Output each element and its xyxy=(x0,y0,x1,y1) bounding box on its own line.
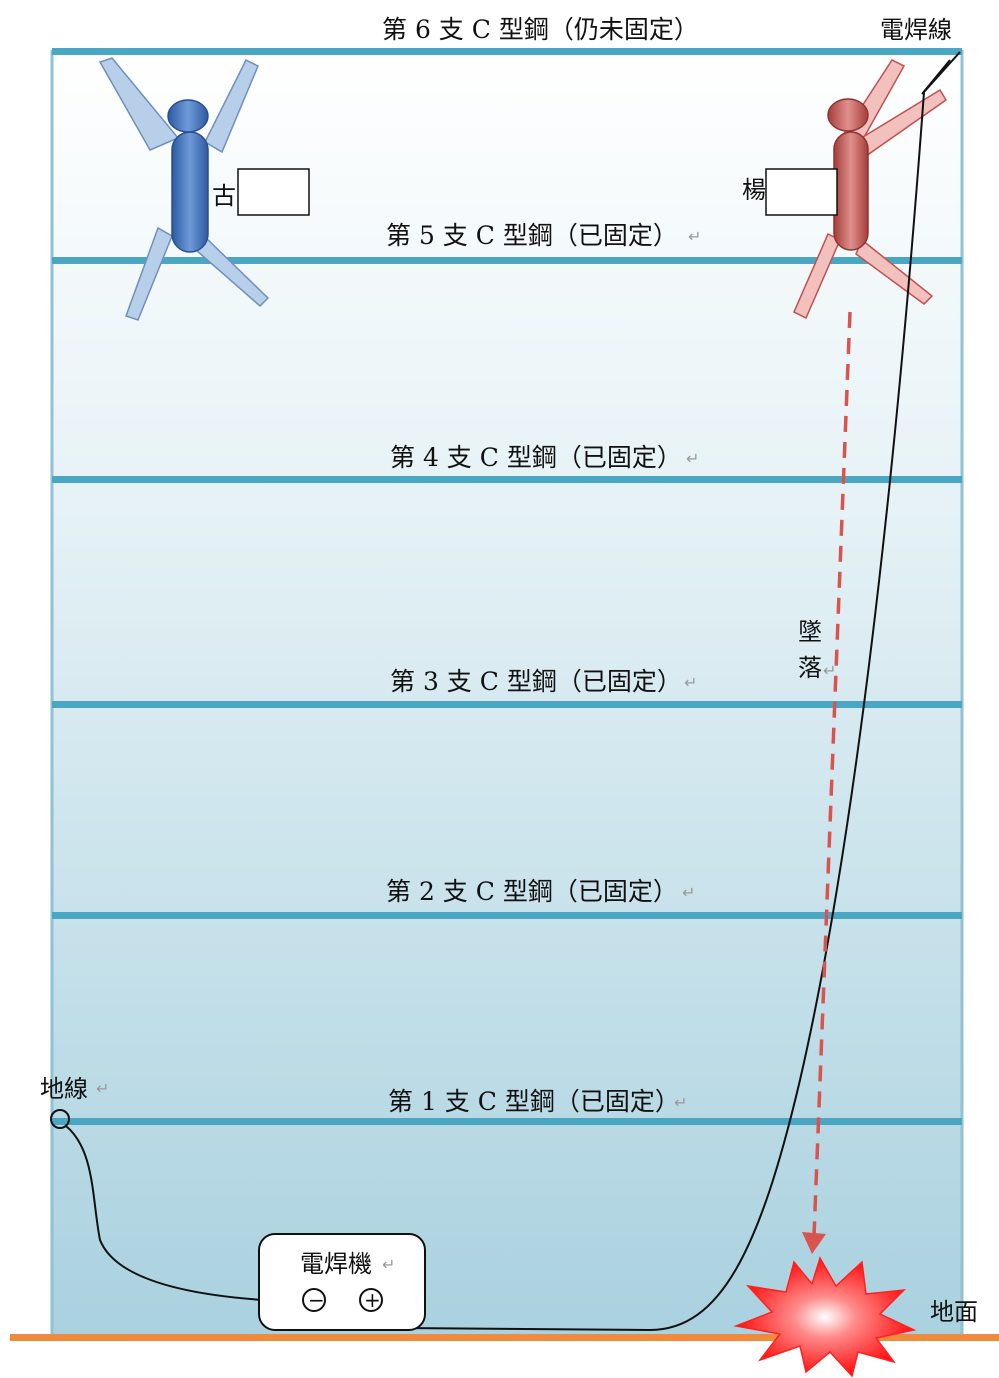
ground-line xyxy=(10,1334,999,1341)
worker-left-name-redaction xyxy=(237,168,310,216)
beam-5-mark: ↵ xyxy=(688,227,701,246)
beam-2-label: 第 2 支 C 型鋼（已固定） xyxy=(386,877,678,906)
beam-3 xyxy=(52,701,962,708)
minus-symbol: − xyxy=(308,1288,325,1312)
beam-3-label: 第 3 支 C 型鋼（已固定） xyxy=(390,667,682,696)
beam-6 xyxy=(52,48,962,55)
beam-1 xyxy=(52,1118,962,1125)
beam-2-mark: ↵ xyxy=(682,883,695,902)
beam-5-label: 第 5 支 C 型鋼（已固定） xyxy=(386,221,678,250)
worker-left-surname: 古 xyxy=(212,182,236,210)
welding-machine-mark: ↵ xyxy=(382,1255,395,1274)
impact-burst-icon xyxy=(733,1256,917,1378)
plus-terminal xyxy=(359,1288,383,1312)
beam-3-mark: ↵ xyxy=(684,673,697,692)
welding-machine xyxy=(258,1233,426,1331)
worker-right-name-redaction xyxy=(765,168,838,216)
fall-label-2: 落 xyxy=(798,654,822,682)
cable-strand xyxy=(921,59,951,95)
beam-4 xyxy=(52,476,962,483)
worker-left xyxy=(98,57,270,321)
ground-wire-mark: ↵ xyxy=(96,1079,109,1098)
beam-1-label: 第 1 支 C 型鋼（已固定） xyxy=(388,1087,680,1116)
beam-2 xyxy=(52,912,962,919)
ground-clamp xyxy=(50,1109,70,1129)
fall-arrowhead xyxy=(802,1232,826,1254)
ground-wire-label: 地線 xyxy=(40,1075,88,1103)
fall-label-1: 墜 xyxy=(798,618,822,646)
beam-6-label: 第 6 支 C 型鋼（仍未固定） xyxy=(382,15,699,44)
ground-wire xyxy=(65,1125,307,1303)
ground-label: 地面 xyxy=(930,1298,978,1326)
worker-right-surname: 楊 xyxy=(742,176,766,204)
worker-right xyxy=(793,59,948,320)
welding-machine-label: 電焊機 xyxy=(300,1250,372,1278)
welding-cable xyxy=(373,51,961,1332)
beam-4-label: 第 4 支 C 型鋼（已固定） xyxy=(390,443,682,472)
welding-cable-label: 電焊線 xyxy=(880,16,952,44)
beam-1-mark: ↵ xyxy=(674,1093,687,1112)
plus-symbol: + xyxy=(364,1288,381,1312)
beam-5 xyxy=(52,257,962,264)
fall-label-mark: ↵ xyxy=(823,661,836,680)
minus-terminal xyxy=(302,1288,326,1312)
beam-4-mark: ↵ xyxy=(686,449,699,468)
